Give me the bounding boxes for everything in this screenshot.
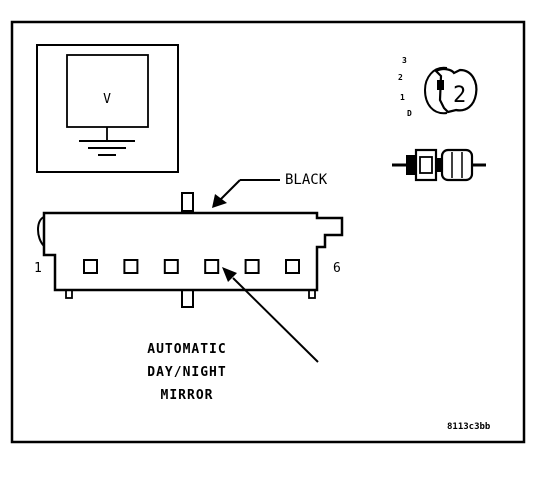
pin-end-label: 6 [333, 261, 341, 276]
pin-position-selector-icon: 2 3 2 1 D [398, 56, 478, 118]
pin-position-label-1: 1 [400, 93, 405, 102]
cavity-4 [204, 259, 220, 274]
connector-color-label: BLACK [285, 172, 328, 188]
connector-body [37, 192, 344, 308]
mirror-callout-arrow [222, 267, 319, 363]
diagram-frame [10, 20, 526, 444]
connector-name-line-1: AUTOMATIC [147, 342, 226, 357]
terminal-probe-icon [392, 148, 486, 182]
meter-letter: V [103, 92, 111, 107]
figure-code: 8113c3bb [447, 422, 491, 432]
pin-position-label-2: 2 [398, 73, 403, 82]
connector-cavities [83, 259, 300, 274]
pin-position-active: 2 [453, 83, 466, 108]
cavity-3 [163, 259, 179, 274]
cavity-1 [83, 259, 98, 274]
color-callout: BLACK [212, 172, 328, 208]
pin-position-label-d: D [407, 109, 412, 118]
connector-name-line-3: MIRROR [161, 388, 214, 403]
cavity-2 [123, 259, 139, 274]
pin-position-label-3: 3 [402, 56, 407, 65]
pin-start-label: 1 [34, 261, 42, 276]
connector-name-line-2: DAY/NIGHT [147, 365, 226, 380]
cavity-6 [285, 259, 300, 274]
cavity-5 [244, 259, 260, 274]
voltmeter-ground-icon: V [36, 44, 179, 173]
